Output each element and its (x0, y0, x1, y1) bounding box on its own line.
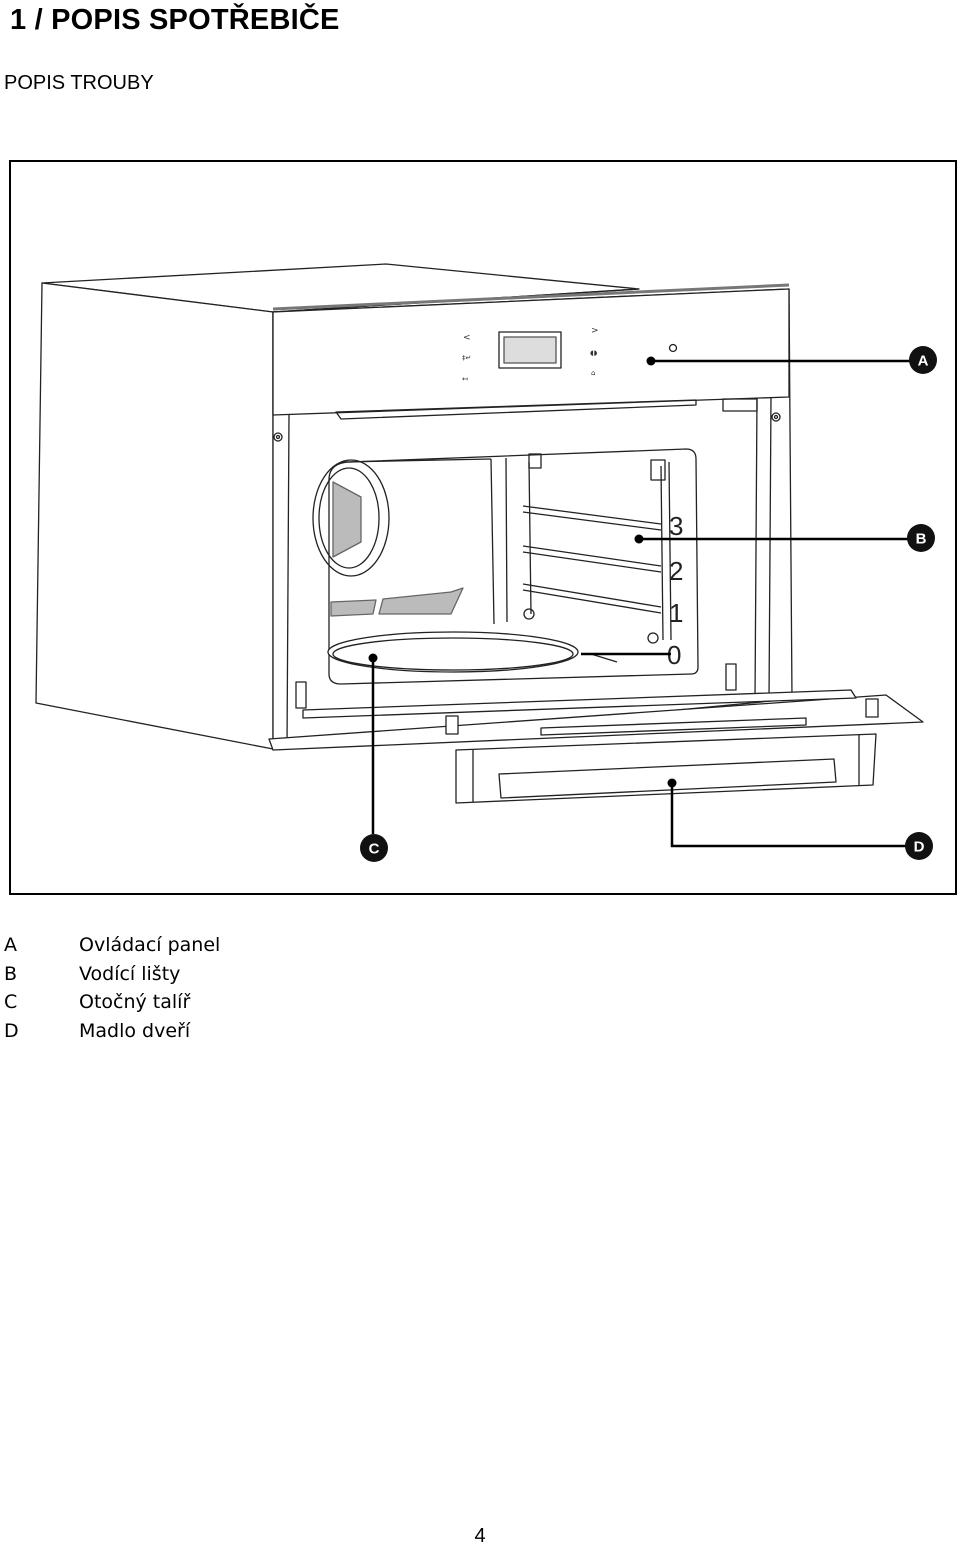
oven-diagram: < ‡↵ ↤ > ◖◗ ⌂ (9, 160, 957, 895)
legend-letter: C (4, 991, 18, 1013)
svg-text:>: > (591, 326, 599, 336)
svg-text:◖◗: ◖◗ (590, 349, 598, 357)
section-title: POPIS TROUBY (4, 72, 154, 94)
callout-b-badge (907, 524, 935, 552)
rack-guides (522, 453, 672, 644)
legend-item-a: A Ovládací panel (4, 931, 220, 960)
oven-door (268, 694, 924, 751)
callout-d-badge (905, 832, 933, 860)
svg-text:<: < (463, 333, 471, 343)
callout-d-label: D (914, 839, 925, 856)
legend-text: Otočný talíř (79, 991, 191, 1013)
oven-illustration: < ‡↵ ↤ > ◖◗ ⌂ (35, 263, 937, 862)
parts-legend: A Ovládací panel B Vodící lišty C Otočný ta… (4, 931, 220, 1045)
turntable (327, 631, 579, 673)
shelf-level-3: 3 (669, 511, 683, 541)
callout-a-label: A (918, 353, 929, 370)
shelf-level-2: 2 (669, 556, 683, 586)
legend-text: Madlo dveří (79, 1019, 191, 1042)
svg-text:↤: ↤ (462, 375, 468, 383)
legend-letter: D (4, 1019, 19, 1042)
shelf-level-0: 0 (667, 640, 681, 670)
legend-item-c: C Otočný talíř (4, 988, 220, 1017)
legend-letter: A (4, 934, 17, 956)
callout-b-label: B (916, 531, 927, 548)
legend-letter: B (4, 962, 18, 985)
leader-line-d (670, 783, 906, 848)
callout-c-label: C (369, 841, 380, 858)
oven-cavity (328, 448, 699, 685)
legend-item-b: B Vodící lišty (4, 960, 220, 989)
page-title: 1 / POPIS SPOTŘEBIČE (10, 4, 340, 36)
shelf-level-1: 1 (669, 598, 683, 628)
legend-text: Vodící lišty (79, 962, 181, 985)
legend-text: Ovládací panel (79, 934, 221, 956)
page-number: 4 (474, 1525, 486, 1547)
callout-c-badge (360, 834, 388, 862)
legend-item-d: D Madlo dveří (4, 1017, 220, 1046)
callout-a-badge (909, 346, 937, 374)
power-icon (668, 343, 678, 353)
svg-text:⌂: ⌂ (591, 369, 595, 377)
oven-side-panel (35, 282, 274, 750)
svg-text:‡↵: ‡↵ (462, 354, 471, 362)
